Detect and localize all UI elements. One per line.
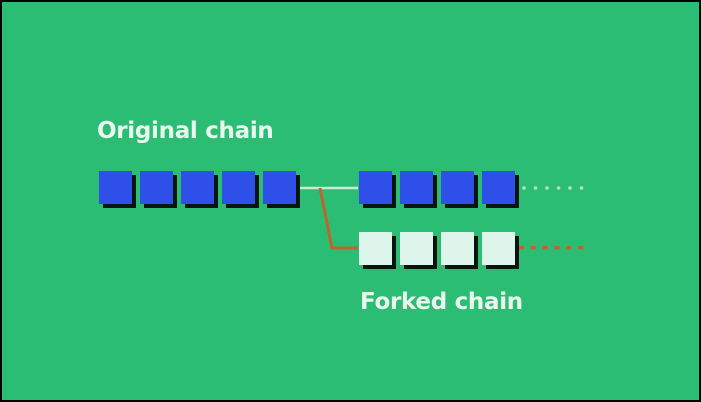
block-face: [222, 171, 255, 204]
forked-chain-label: Forked chain: [360, 289, 523, 315]
block-face: [359, 171, 392, 204]
fork-link: [318, 187, 358, 250]
forked-chain-block: [482, 232, 519, 269]
block-face: [400, 171, 433, 204]
original-chain-block: [482, 171, 519, 208]
original-chain-continuation-dot: [579, 186, 584, 190]
forked-chain-continuation-dash: [542, 246, 548, 250]
original-chain-block: [359, 171, 396, 208]
block-face: [441, 232, 474, 265]
forked-chain-continuation-dash: [554, 246, 560, 250]
original-chain-continuation-dot: [545, 186, 549, 190]
forked-chain-continuation-dash: [519, 246, 524, 250]
shared-block: [99, 171, 136, 208]
shared-block: [181, 171, 218, 208]
original-chain-continuation-dot: [533, 186, 538, 190]
block-face: [482, 171, 515, 204]
forked-chain-block: [359, 232, 396, 269]
block-face: [400, 232, 433, 265]
original-chain-continuation-dot: [522, 186, 526, 190]
shared-block: [140, 171, 177, 208]
block-face: [441, 171, 474, 204]
original-chain-continuation-dot: [556, 186, 561, 190]
block-face: [140, 171, 173, 204]
original-chain-block: [441, 171, 478, 208]
original-chain-block: [400, 171, 437, 208]
forked-chain-block: [441, 232, 478, 269]
block-face: [99, 171, 132, 204]
shared-block: [222, 171, 259, 208]
block-face: [181, 171, 214, 204]
forked-chain-continuation-dash: [530, 246, 536, 250]
forked-chain-block: [400, 232, 437, 269]
block-face: [482, 232, 515, 265]
block-face: [359, 232, 392, 265]
forked-chain-continuation-dash: [566, 246, 572, 250]
shared-block: [263, 171, 300, 208]
original-chain-label: Original chain: [97, 118, 274, 144]
block-face: [263, 171, 296, 204]
forked-chain-continuation-dash: [578, 246, 583, 250]
links-layer: [300, 186, 584, 250]
original-chain-continuation-dot: [568, 186, 572, 190]
blocks-layer: [99, 171, 519, 269]
